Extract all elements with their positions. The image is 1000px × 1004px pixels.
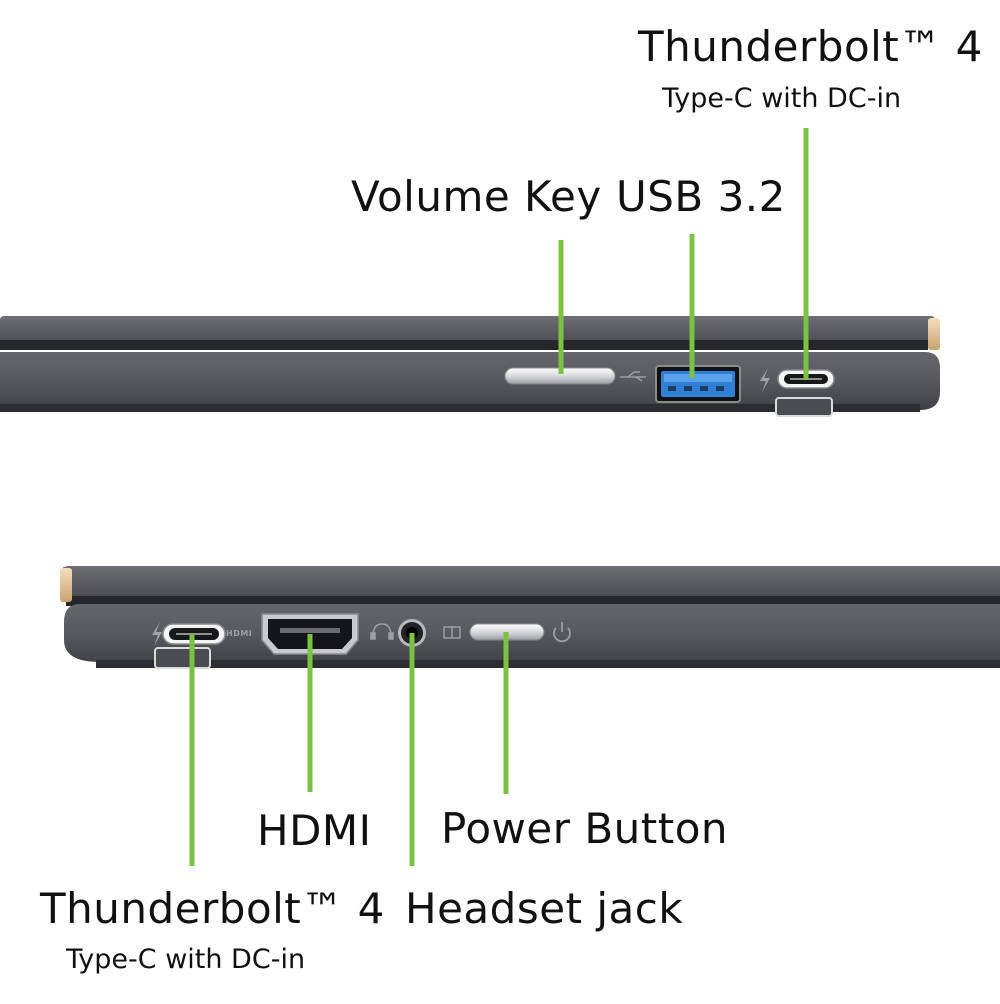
usb-symbol-icon [620, 371, 646, 382]
hdmi-port-marking: HDMI [226, 629, 252, 638]
hdmi-label: HDMI [257, 806, 372, 855]
volume-key-label: Volume Key [351, 172, 602, 221]
lid-seam-bottom-view [66, 596, 1000, 606]
power-button-label: Power Button [441, 804, 729, 853]
base-bottom-edge-bottom-view [96, 660, 1000, 668]
thunderbolt-bottom-subtitle: Type-C with DC-in [66, 944, 306, 975]
foot [775, 397, 833, 417]
thunderbolt-bottom-title: Thunderbolt™ 4 [40, 884, 385, 933]
headset-symbol-icon [370, 623, 394, 640]
bottom-callout-lines [189, 632, 509, 866]
thunderbolt-symbol-icon [760, 368, 770, 392]
thunderbolt-top-subtitle: Type-C with DC-in [662, 83, 902, 114]
power-symbol-icon [553, 622, 571, 643]
foot-bottom-view [154, 647, 211, 669]
lid-seam [0, 340, 928, 350]
thunderbolt-symbol-icon-left [152, 622, 162, 646]
thunderbolt-top-title: Thunderbolt™ 4 [638, 22, 983, 71]
usb-label: USB 3.2 [616, 172, 786, 221]
base-bottom-edge [0, 404, 920, 412]
headset-jack-label: Headset jack [405, 884, 684, 933]
laptop-left-side: HDMI [60, 566, 1000, 669]
hinge-gold [928, 318, 940, 350]
hinge-gold-bottom-view [60, 568, 72, 602]
battery-indicator-icon [443, 626, 461, 639]
top-callout-lines [558, 128, 809, 380]
lid [0, 316, 935, 344]
laptop-right-side [0, 316, 940, 417]
lid-bottom-view [60, 566, 1000, 598]
